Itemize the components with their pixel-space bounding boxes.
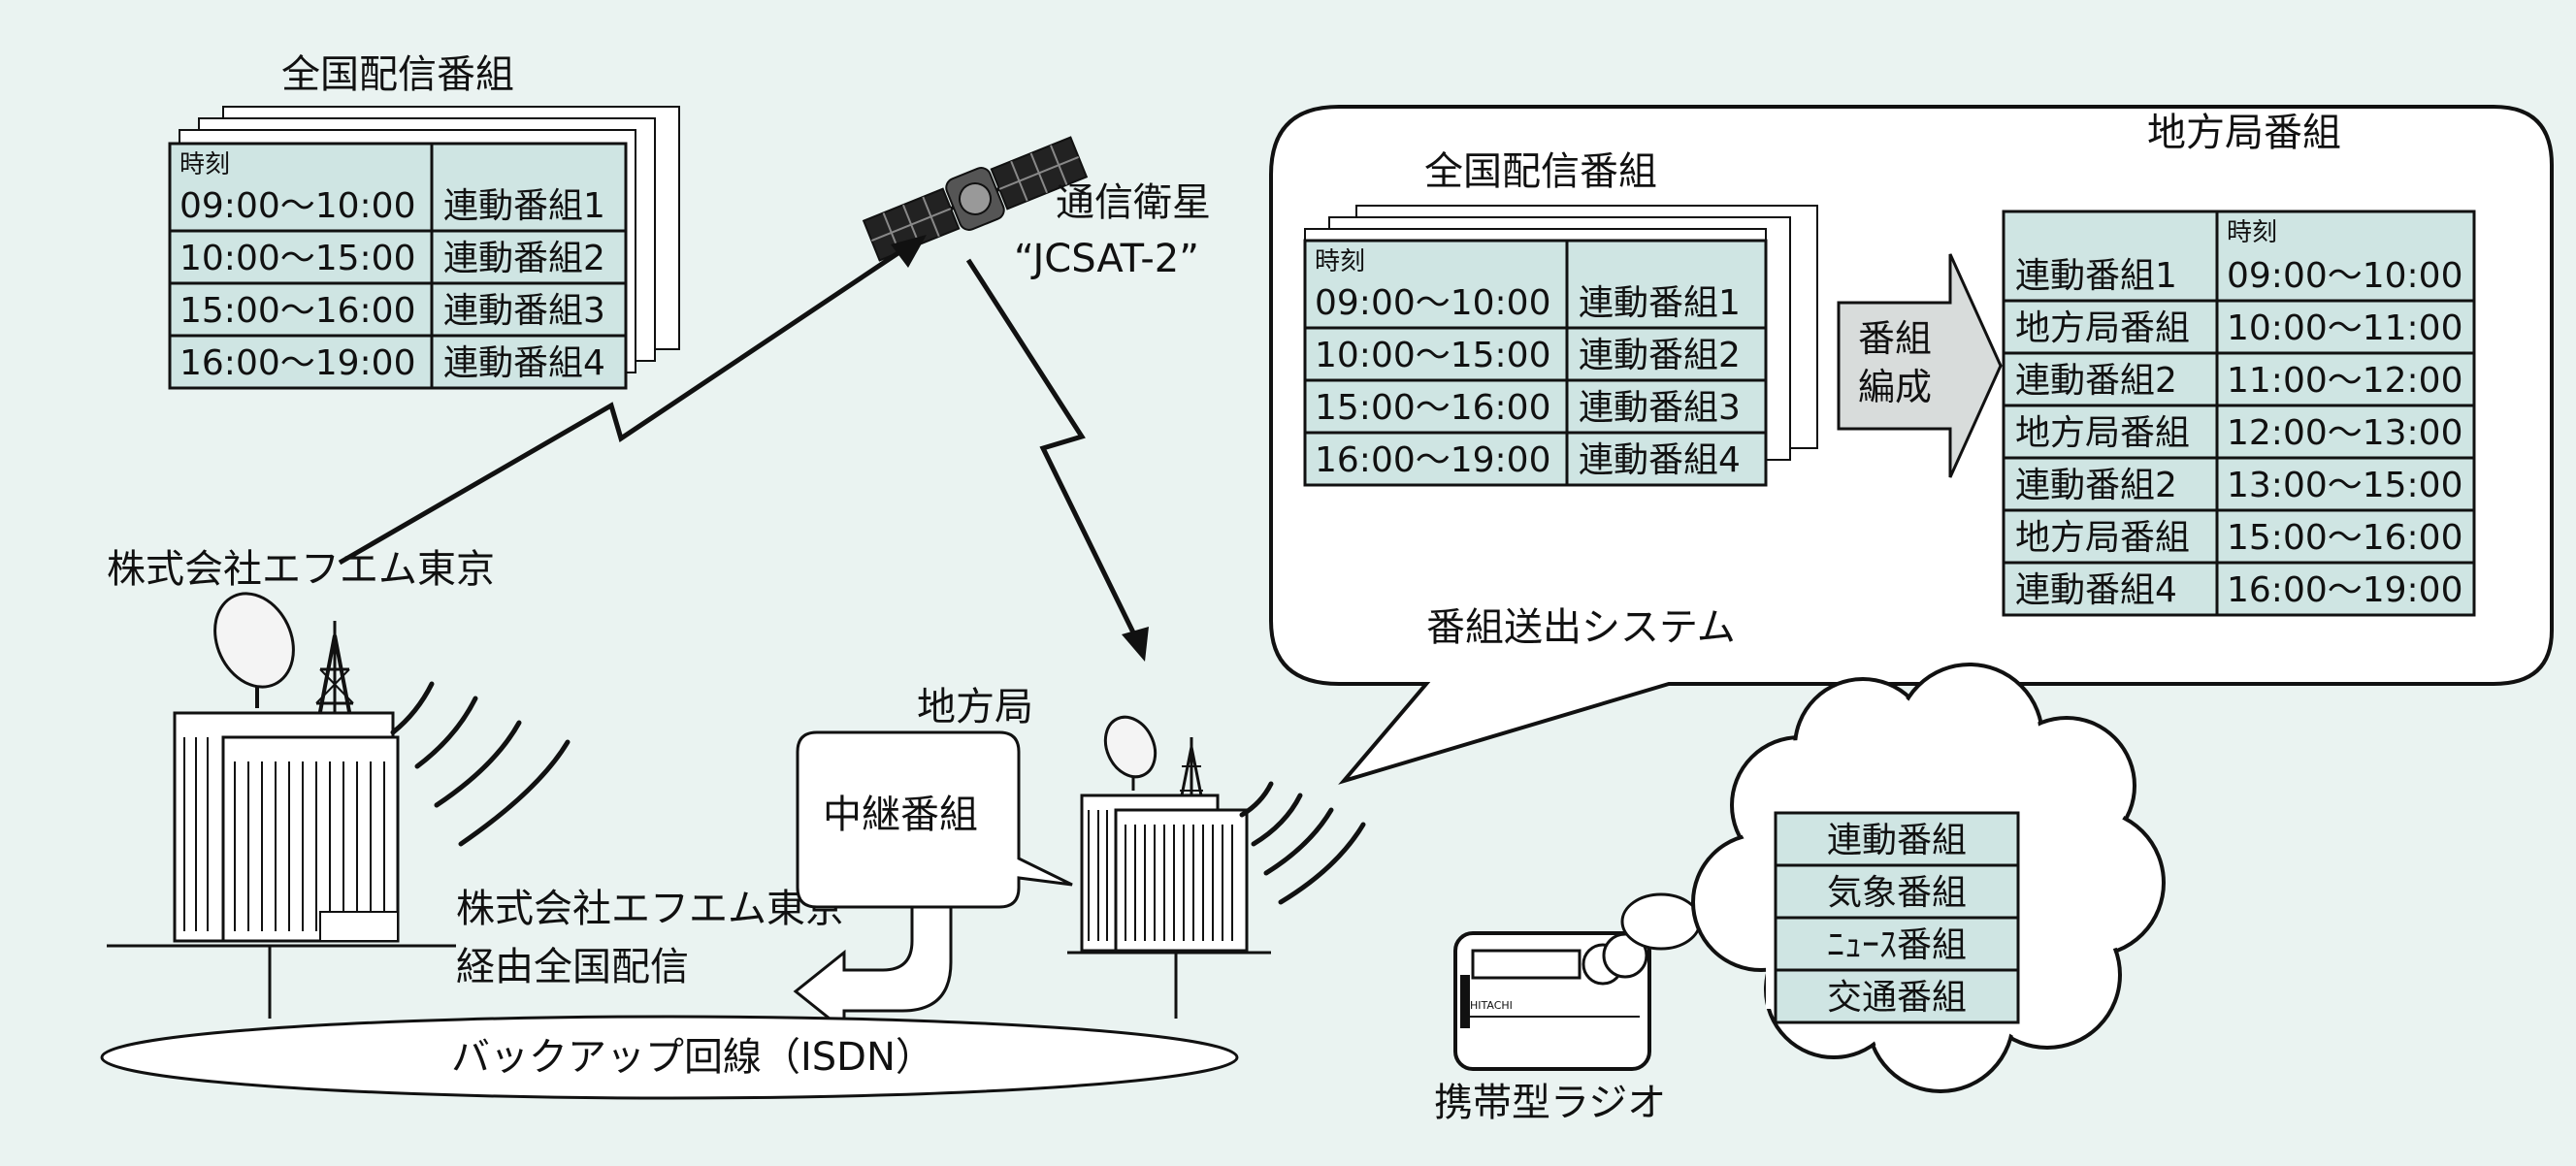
local-schedule-title: 地方局番組 [2147,111,2341,155]
bubble-national-time-2: 10:00～15:00 [1315,336,1551,375]
relay-bubble [796,730,1073,909]
local-time-3: 11:00～12:00 [2227,361,2463,401]
national-schedule-table: 09:00～10:00 連動番組1 時刻 10:00～15:00 連動番組2 15:00～… [168,142,628,390]
backup-line-label: バックアップ回線（ISDN） [451,1035,934,1080]
cloud-item-2: 気象番組 [1827,873,1967,913]
uplink-arrow [338,235,927,566]
bubble-national-frame [1303,239,1768,487]
programming-arrow [1837,253,2003,478]
cloud-item-4: 交通番組 [1827,978,1967,1018]
fm-tokyo-route-2: 経由全国配信 [456,945,689,989]
bubble-national-time-4: 16:00～19:00 [1315,440,1551,480]
national-schedule-title: 全国配信番組 [281,52,514,97]
local-station-building-icon [1067,715,1271,1019]
local-program-3: 連動番組2 [2015,361,2177,401]
portable-radio-icon [1453,931,1651,1071]
national-program-4: 連動番組4 [443,343,605,383]
local-time-6: 15:00～16:00 [2227,518,2463,558]
local-station-name: 地方局 [917,685,1033,729]
local-program-4: 地方局番組 [2015,413,2190,453]
national-frame [168,142,628,390]
thought-circle-large [1620,892,1702,951]
local-time-2: 10:00～11:00 [2227,308,2463,348]
radio-label: 携帯型ラジオ [1434,1081,1666,1125]
satellite-id: “JCSAT-2” [1014,237,1199,281]
fm-tokyo-route-1: 株式会社エフエム東京 [456,887,844,931]
programming-label-1: 番組 [1858,317,1932,360]
local-time-4: 12:00～13:00 [2227,413,2463,453]
backup-line-ellipse [100,1015,1239,1100]
local-frame [2002,210,2476,617]
national-time-header: 時刻 [179,150,230,179]
relay-label: 中継番組 [823,793,978,837]
local-program-6: 地方局番組 [2015,518,2190,558]
national-time-2: 10:00～15:00 [179,239,416,278]
local-time-7: 16:00～19:00 [2227,570,2463,610]
local-program-7: 連動番組4 [2015,570,2177,610]
programming-label-2: 編成 [1858,366,1932,408]
bubble-national-title: 全国配信番組 [1424,149,1657,194]
cloud-item-3: ﾆｭｰｽ番組 [1827,925,1967,965]
local-program-1: 連動番組1 [2015,256,2177,296]
national-program-1: 連動番組1 [443,186,605,226]
national-time-3: 15:00～16:00 [179,291,416,331]
local-program-2: 地方局番組 [2015,308,2190,348]
bubble-national-table: 09:00～10:00 連動番組1 時刻 10:00～15:00 連動番組2 15:00～… [1303,239,1768,487]
local-time-header: 時刻 [2227,218,2277,247]
national-time-4: 16:00～19:00 [179,343,416,383]
fm-tokyo-name: 株式会社エフエム東京 [107,547,495,592]
downlink-arrow [965,258,1149,662]
local-program-5: 連動番組2 [2015,466,2177,505]
bubble-national-program-3: 連動番組3 [1579,388,1741,428]
bubble-national-program-4: 連動番組4 [1579,440,1741,480]
satellite-icon [862,136,1089,262]
bubble-national-time-header: 時刻 [1315,247,1365,276]
bubble-national-time-1: 09:00～10:00 [1315,283,1551,323]
national-program-2: 連動番組2 [443,239,605,278]
local-schedule-table: 09:00～10:00 連動番組1 時刻 10:00～11:00 地方局番組 11:00～… [2002,210,2476,617]
national-program-3: 連動番組3 [443,291,605,331]
radio-brand: HITACHI [1470,999,1513,1012]
fm-tokyo-building-icon [107,592,456,1019]
bubble-national-program-1: 連動番組1 [1579,283,1741,323]
cloud-item-1: 連動番組 [1827,821,1967,860]
national-time-1: 09:00～10:00 [179,186,416,226]
local-time-1: 09:00～10:00 [2227,256,2463,296]
bubble-national-program-2: 連動番組2 [1579,336,1741,375]
satellite-name: 通信衛星 [1056,180,1211,225]
fm-tokyo-radio-waves-icon [390,681,571,847]
system-label: 番組送出システム [1426,605,1736,650]
local-time-5: 13:00～15:00 [2227,466,2463,505]
bubble-national-time-3: 15:00～16:00 [1315,388,1551,428]
local-station-radio-waves-icon [1239,781,1366,905]
